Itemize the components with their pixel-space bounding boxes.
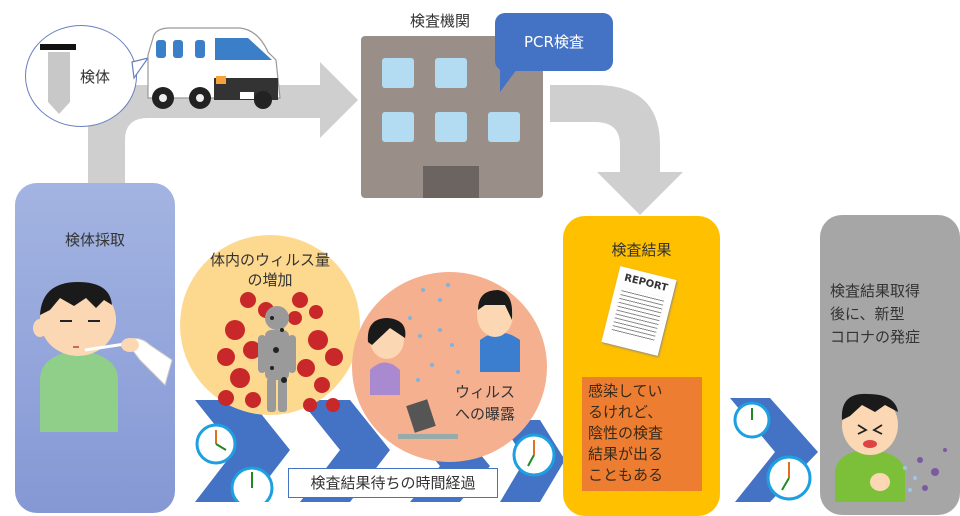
false-negative-note: 感染してい るけれど、 陰性の検査 結果が出る こともある	[582, 377, 702, 491]
virus-increase-line2: の増加	[247, 271, 293, 289]
exposure-line2: への曝露	[454, 405, 515, 423]
virus-increase-line1: 体内のウィルス量	[209, 251, 330, 269]
clock-icon-1	[195, 423, 237, 465]
note-line: 結果が出る	[588, 445, 664, 463]
clock-icon-2	[230, 466, 274, 502]
coughing-person-icon	[835, 393, 947, 502]
waiting-time-label: 検査結果待ちの時間経過	[288, 468, 498, 498]
specimen-label: 検体	[80, 68, 111, 86]
stage3-text: 検査結果取得 後に、新型 コロナの発症	[830, 280, 955, 349]
nasal-swab-person-icon	[33, 282, 173, 432]
clock-icon-5	[766, 455, 812, 501]
note-line: 陰性の検査	[588, 424, 664, 442]
exposure-scene-icon	[367, 283, 520, 439]
speech-tail	[500, 65, 520, 92]
specimen-tube-icon	[40, 44, 150, 114]
clocks	[195, 401, 812, 502]
clock-icon-4	[733, 401, 771, 439]
stage3-line: 後に、新型	[830, 305, 905, 323]
van-icon	[147, 27, 281, 109]
pcr-speech-bubble: PCR検査	[495, 13, 613, 71]
stage2-title: 検査結果	[611, 241, 672, 259]
clock-icon-3	[512, 433, 556, 477]
arrow-lab-to-result	[550, 85, 683, 215]
note-line: 感染してい	[588, 382, 663, 400]
note-line: こともある	[588, 466, 664, 484]
stage1-title: 検体採取	[64, 231, 125, 249]
lab-title: 検査機関	[410, 12, 471, 30]
exposure-line1: ウィルス	[454, 383, 515, 401]
virus-body-icon	[217, 292, 343, 412]
stage3-line: 検査結果取得	[830, 282, 921, 300]
specimen-bubble	[25, 25, 137, 127]
stage3-line: コロナの発症	[830, 328, 921, 346]
note-line: るけれど、	[588, 403, 663, 421]
